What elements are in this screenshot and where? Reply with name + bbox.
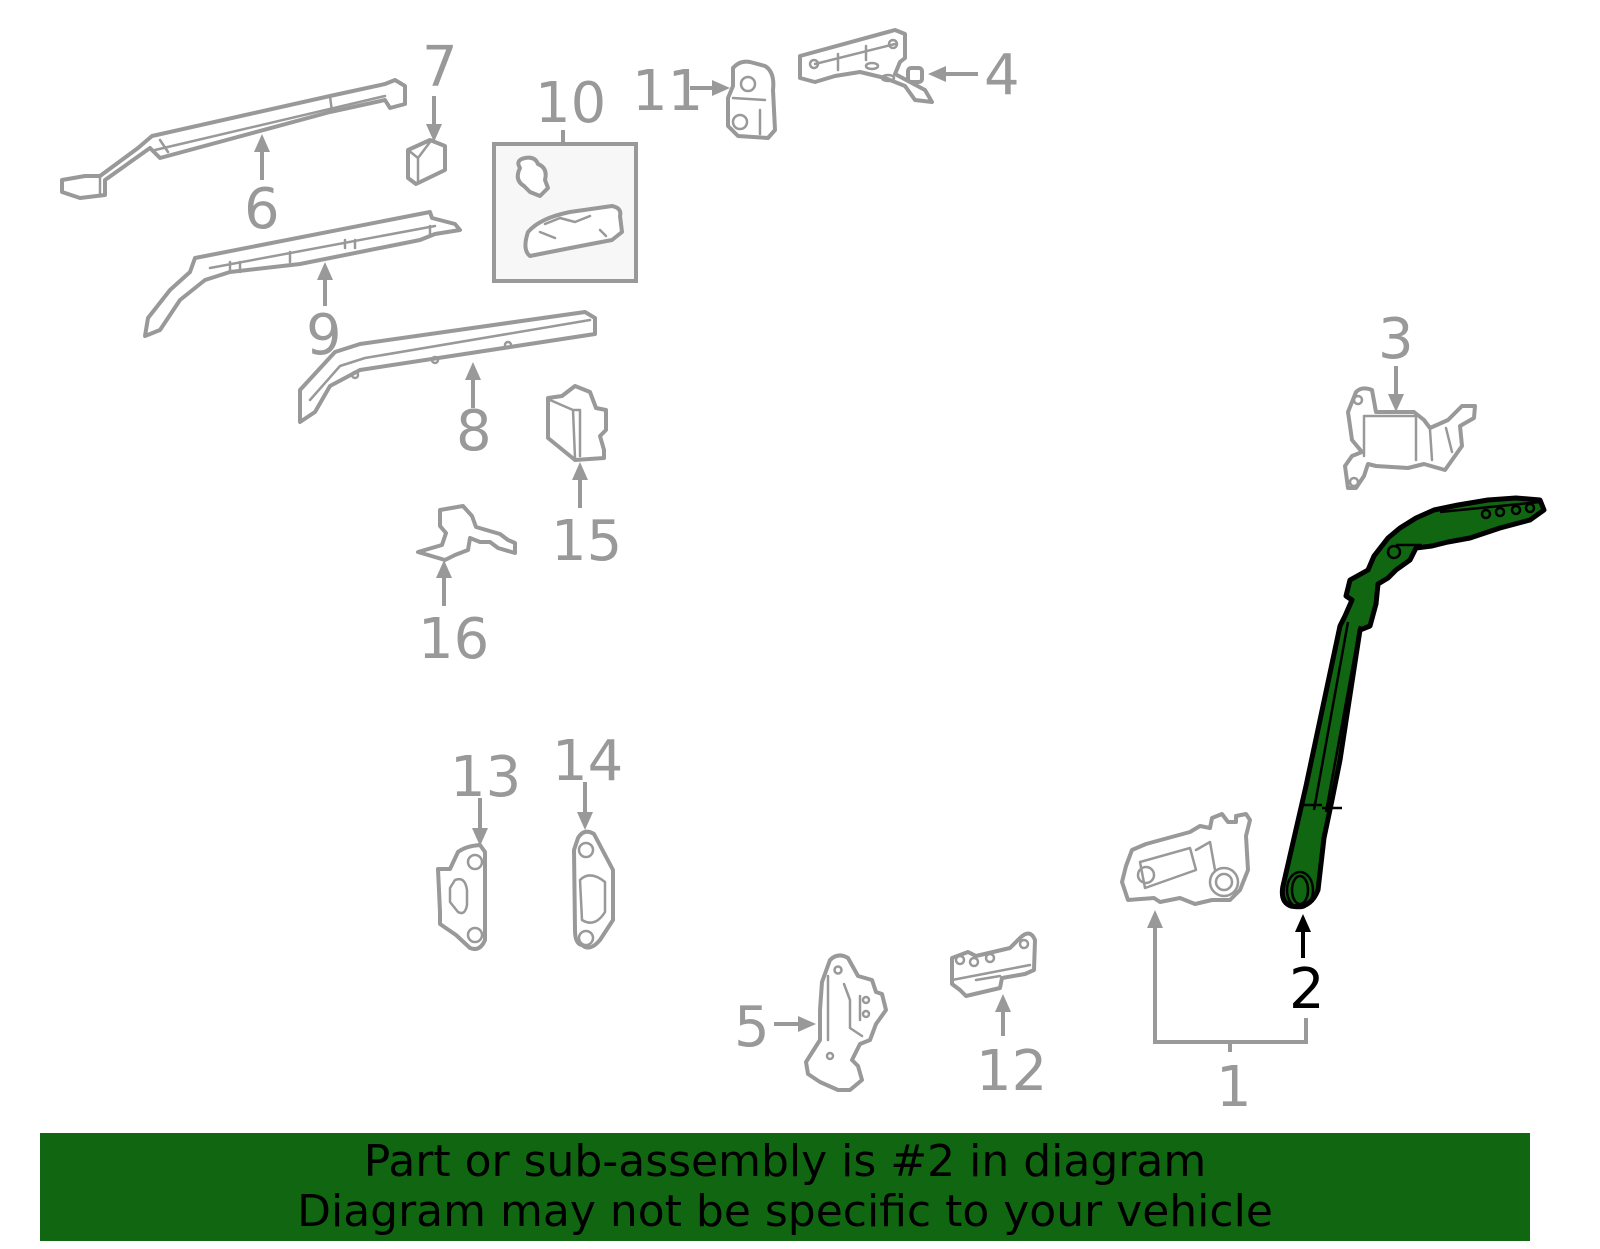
callout-15[interactable]: 15 (551, 509, 622, 574)
callout-7[interactable]: 7 (422, 35, 458, 100)
callout-9[interactable]: 9 (306, 303, 342, 368)
callout-2[interactable]: 2 (1289, 957, 1325, 1022)
callout-6[interactable]: 6 (244, 177, 280, 242)
part-3-bracket[interactable] (1343, 386, 1477, 490)
callout-4[interactable]: 4 (984, 43, 1020, 108)
part-13-plate[interactable] (436, 843, 487, 951)
part-6-rail[interactable] (60, 78, 407, 200)
callout-1[interactable]: 1 (1216, 1055, 1252, 1120)
callout-3[interactable]: 3 (1378, 307, 1414, 372)
part-11-hinge[interactable] (726, 59, 777, 140)
callout-12[interactable]: 12 (976, 1039, 1047, 1104)
part-5-latch[interactable] (804, 953, 888, 1092)
callout-13[interactable]: 13 (450, 745, 521, 810)
part-14-plate[interactable] (572, 829, 615, 950)
banner-part-note: Part or sub-assembly is #2 in diagram (363, 1136, 1207, 1187)
callout-14[interactable]: 14 (552, 729, 623, 794)
banner-disclaimer: Diagram may not be specific to your vehi… (297, 1186, 1273, 1237)
part-2-highlighted-arm[interactable] (1279, 495, 1547, 910)
part-10-kit[interactable] (492, 130, 638, 283)
leader-lines (254, 66, 1404, 1052)
callout-11[interactable]: 11 (632, 59, 703, 124)
callout-10[interactable]: 10 (535, 71, 606, 136)
part-4-bracket[interactable] (798, 28, 934, 104)
callout-5[interactable]: 5 (734, 995, 770, 1060)
callout-labels: 1 2 3 4 5 6 7 8 9 10 11 12 13 14 15 16 (244, 35, 1414, 1120)
part-8-rail[interactable] (298, 310, 597, 424)
part-7-clip[interactable] (406, 138, 447, 186)
part-9-rail[interactable] (143, 210, 462, 338)
part-16-bracket[interactable] (416, 504, 517, 562)
part-15-block[interactable] (546, 384, 608, 462)
callout-16[interactable]: 16 (418, 607, 489, 672)
part-12-bracket[interactable] (950, 931, 1037, 998)
callout-8[interactable]: 8 (456, 399, 492, 464)
info-banner: Part or sub-assembly is #2 in diagram Di… (40, 1133, 1530, 1241)
part-1-motor[interactable] (1120, 812, 1252, 906)
